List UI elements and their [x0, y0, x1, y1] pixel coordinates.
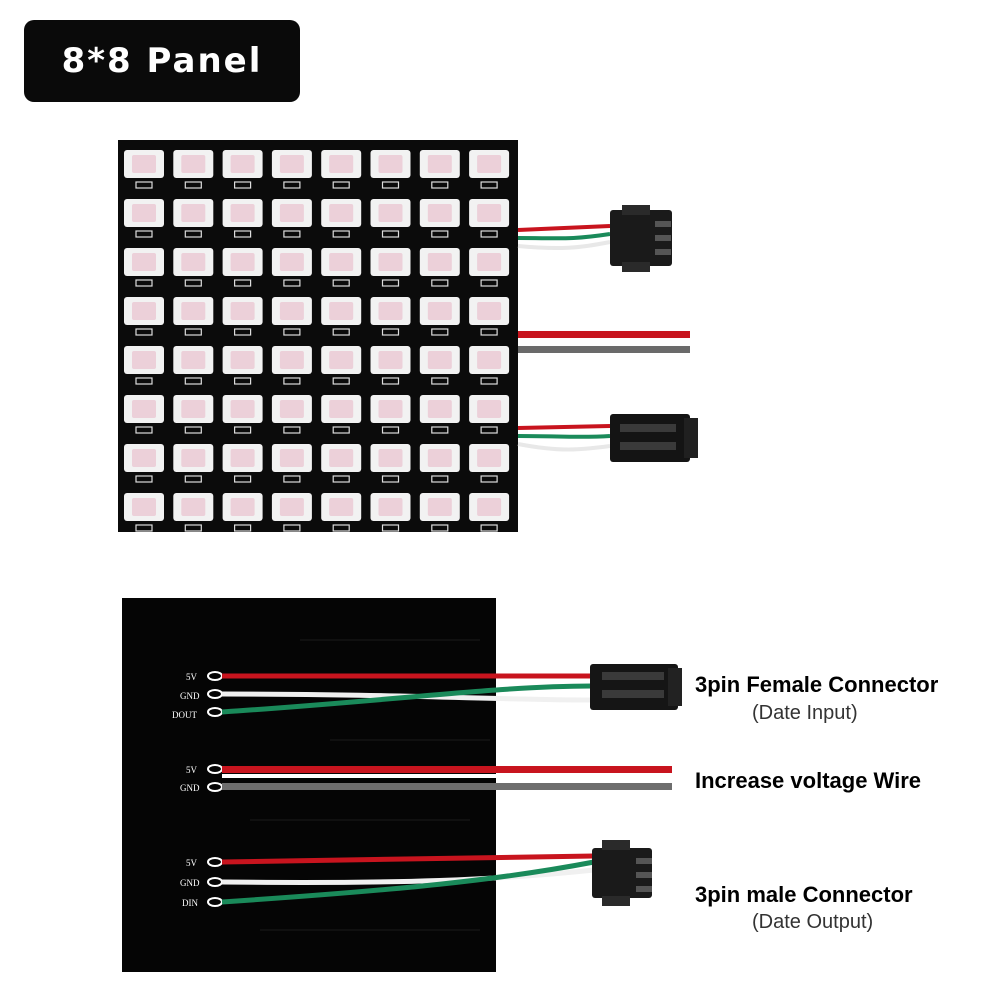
- pin-label-din: DIN: [182, 898, 198, 908]
- led-pixel: [222, 493, 263, 532]
- male-connector-label: 3pin male Connector: [695, 882, 913, 907]
- led-pixel: [321, 444, 362, 483]
- led-pixel: [271, 395, 312, 434]
- voltage-wire-label: Increase voltage Wire: [695, 768, 922, 793]
- led-pixel: [419, 493, 460, 532]
- led-grid: [124, 150, 510, 532]
- led-pixel: [321, 493, 362, 532]
- led-pixel: [370, 297, 411, 336]
- led-pixel: [173, 297, 214, 336]
- led-pixel: [419, 395, 460, 434]
- led-pixel: [370, 150, 411, 189]
- pin-label-gnd: GND: [180, 691, 200, 701]
- led-pixel: [222, 346, 263, 385]
- led-pixel: [271, 346, 312, 385]
- led-pixel: [222, 150, 263, 189]
- led-pixel: [173, 248, 214, 287]
- pin-label-5v: 5V: [186, 858, 198, 868]
- back-group-input: 5V GND DOUT: [172, 664, 682, 720]
- led-pixel: [419, 248, 460, 287]
- back-group-power: 5V GND: [180, 764, 672, 793]
- led-pixel: [419, 346, 460, 385]
- led-pixel: [469, 395, 510, 434]
- led-pixel: [419, 444, 460, 483]
- led-pixel: [124, 493, 164, 532]
- led-pixel: [222, 444, 263, 483]
- led-pixel: [469, 150, 510, 189]
- back-board-texture: [250, 639, 490, 931]
- front-panel: [118, 140, 698, 532]
- led-pixel: [124, 297, 164, 336]
- led-pixel: [321, 150, 362, 189]
- led-pixel: [124, 150, 164, 189]
- led-pixel: [173, 199, 214, 238]
- led-pixel: [222, 199, 263, 238]
- back-group-output: 5V GND DIN: [180, 840, 652, 908]
- led-pixel: [370, 395, 411, 434]
- led-pixel: [124, 444, 164, 483]
- led-pixel: [469, 444, 510, 483]
- led-pixel: [173, 395, 214, 434]
- pin-label-5v: 5V: [186, 765, 198, 775]
- led-pixel: [469, 346, 510, 385]
- pin-label-gnd: GND: [180, 878, 200, 888]
- front-input-wires: [517, 224, 611, 251]
- front-female-connector: [610, 205, 672, 272]
- led-pixel: [469, 493, 510, 532]
- led-pixel: [321, 346, 362, 385]
- led-pixel: [321, 395, 362, 434]
- led-pixel: [173, 346, 214, 385]
- led-pixel: [419, 150, 460, 189]
- led-pixel: [370, 444, 411, 483]
- led-pixel: [419, 297, 460, 336]
- female-connector-sublabel: (Date Input): [752, 702, 858, 724]
- led-pixel: [321, 248, 362, 287]
- female-connector-label: 3pin Female Connector: [695, 672, 939, 697]
- led-pixel: [173, 150, 214, 189]
- pin-label-gnd: GND: [180, 783, 200, 793]
- led-pixel: [271, 248, 312, 287]
- led-pixel: [271, 444, 312, 483]
- led-pixel: [271, 297, 312, 336]
- led-pixel: [271, 150, 312, 189]
- title-badge: 8*8 Panel: [24, 20, 300, 102]
- led-pixel: [222, 297, 263, 336]
- led-pixel: [222, 248, 263, 287]
- led-pixel: [370, 493, 411, 532]
- male-connector-sublabel: (Date Output): [752, 911, 874, 933]
- led-pixel: [173, 444, 214, 483]
- led-pixel: [124, 395, 164, 434]
- led-pixel: [124, 346, 164, 385]
- led-pixel: [271, 493, 312, 532]
- led-pixel: [370, 346, 411, 385]
- pin-label-dout: DOUT: [172, 710, 197, 720]
- led-pixel: [370, 248, 411, 287]
- led-pixel: [124, 248, 164, 287]
- led-pixel: [370, 199, 411, 238]
- led-pixel: [124, 199, 164, 238]
- led-pixel: [321, 297, 362, 336]
- panel-title: 8*8 Panel: [61, 41, 263, 81]
- back-male-connector: [592, 840, 652, 906]
- front-power-wires: [518, 331, 690, 353]
- pin-label-5v: 5V: [186, 672, 198, 682]
- led-pixel: [173, 493, 214, 532]
- back-panel: 5V GND DOUT 5V GND: [122, 598, 682, 972]
- led-pixel: [469, 297, 510, 336]
- led-pixel: [271, 199, 312, 238]
- front-output-wires: [517, 424, 611, 452]
- led-pixel: [469, 199, 510, 238]
- led-pixel: [419, 199, 460, 238]
- front-board: [118, 140, 518, 532]
- led-pixel: [222, 395, 263, 434]
- led-pixel: [469, 248, 510, 287]
- front-male-connector: [610, 414, 698, 462]
- led-pixel: [321, 199, 362, 238]
- back-female-connector: [590, 664, 682, 710]
